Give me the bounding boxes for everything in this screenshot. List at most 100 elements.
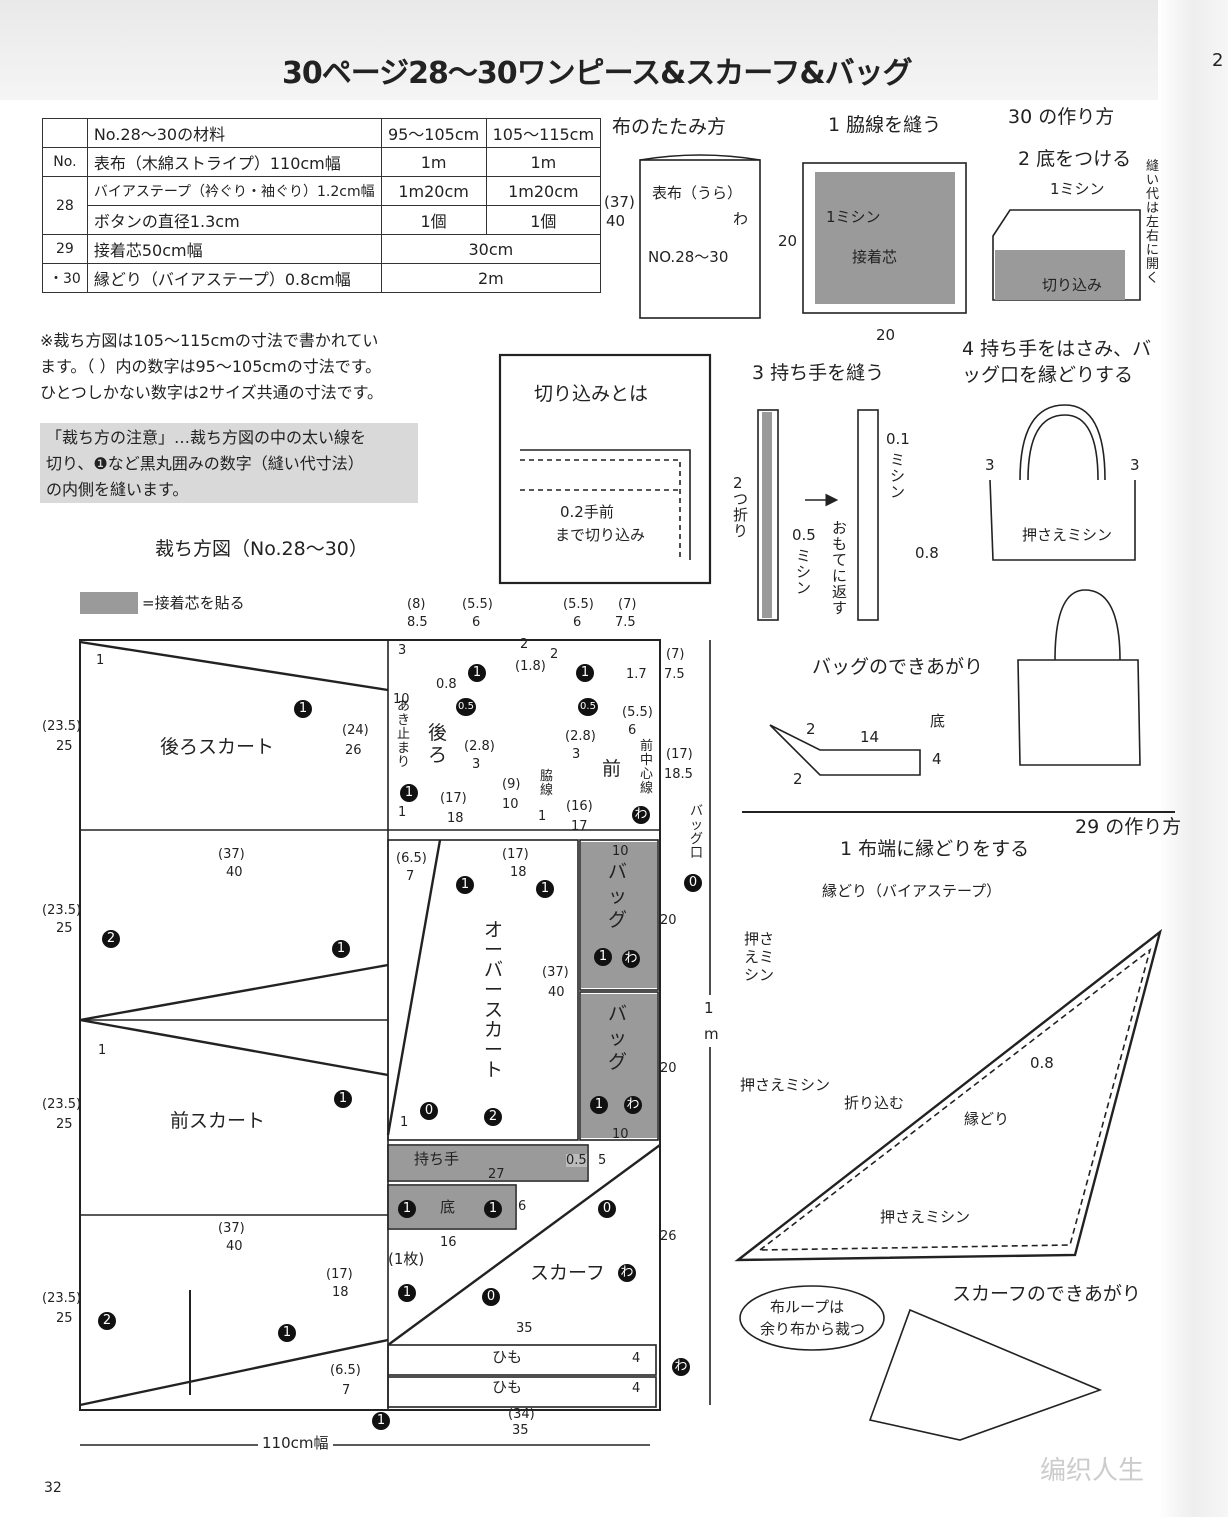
piece-tie-b: ひも (492, 1378, 523, 1396)
dim: (1.8) (515, 659, 546, 674)
dim: 40 (226, 865, 243, 880)
step30-2-cut: 切り込み (1042, 276, 1103, 294)
piece-over-skirt: オーバースカート (484, 919, 504, 1081)
header-size-a: 95〜105cm (380, 118, 487, 148)
dim: 25 (56, 1117, 73, 1132)
cutting-layout (79, 639, 661, 1411)
dim: 6 (518, 1199, 527, 1214)
bag-bottom-label: 底 (930, 712, 946, 730)
dim: 6 (628, 723, 637, 738)
finished-bag (1017, 659, 1141, 766)
dim: 10 (612, 844, 629, 859)
piece-scarf: スカーフ (530, 1262, 605, 1284)
material-item: ボタンの直径1.3cm (86, 205, 382, 235)
dim: (37) (218, 847, 245, 862)
step29-bias: 縁どり（バイアステープ） (822, 882, 1002, 900)
steps29-heading: 29 の作り方 (1075, 816, 1182, 838)
kirikomi-l2: まで切り込み (555, 526, 646, 544)
material-a: 1m20cm (380, 176, 487, 206)
dim: 25 (56, 739, 73, 754)
material-a: 1m (380, 147, 487, 177)
kirikomi-title: 切り込みとは (534, 383, 649, 405)
dim: 40 (548, 985, 565, 1000)
bottom-piece (387, 1184, 517, 1230)
piece-back-skirt: 後ろスカート (160, 736, 275, 758)
bag-4: 4 (932, 750, 942, 768)
dim: 4 (632, 1381, 641, 1396)
seam-mark: 1 (594, 948, 612, 966)
step29-1: 1 布端に縁どりをする (840, 838, 1030, 860)
step30-4-3a: 3 (985, 456, 995, 474)
watermark: 编织人生 (1040, 1456, 1145, 1486)
title-bar (0, 0, 1160, 100)
seam-mark: 1 (456, 876, 474, 894)
dim: (5.5) (462, 597, 493, 612)
piece-front-skirt: 前スカート (170, 1110, 266, 1132)
dim: 7.5 (664, 667, 685, 682)
step2-bag (992, 209, 1141, 301)
dim: (37) (218, 1221, 245, 1236)
fold-diagram-outline (639, 159, 761, 319)
note-line: ます。（ ）内の数字は95〜105cmの寸法です。 (40, 357, 382, 376)
step29-edge: 縁どり (964, 1110, 1010, 1128)
dim: (7) (666, 647, 685, 662)
material-item: 表布（木綿ストライプ）110cm幅 (86, 147, 382, 177)
page-edge (1158, 0, 1228, 1517)
caution-line: 切り、❶など黒丸囲みの数字（縫い代寸法） (46, 454, 364, 473)
finished-scarf (868, 1308, 1103, 1441)
dim: (23.5) (42, 719, 82, 734)
seam-mark: 1 (278, 1324, 296, 1342)
step30-3-mishin2: ミシン (890, 451, 906, 501)
dim: 0.5 (566, 1153, 587, 1168)
dim: (6.5) (330, 1363, 361, 1378)
cutting-caution: 「裁ち方の注意」…裁ち方図の中の太い線を 切り、❶など黒丸囲みの数字（縫い代寸法… (40, 423, 418, 503)
fold-mark: わ (632, 806, 650, 824)
seam-mark: 1 (400, 784, 418, 802)
dim: 17 (571, 819, 588, 834)
piece-bag-b: バッグ (608, 1003, 628, 1073)
piece-back: 後ろ (428, 722, 448, 766)
dim: 18 (447, 811, 464, 826)
bag-2b: 2 (793, 770, 803, 788)
dim: 10 (502, 797, 519, 812)
seam-mark: 0 (420, 1102, 438, 1120)
dim: (23.5) (42, 1291, 82, 1306)
dim: 10 (612, 1127, 629, 1142)
loop-note-bubble (739, 1285, 885, 1351)
material-b: 1個 (485, 205, 602, 235)
bag-done: バッグのできあがり (812, 656, 984, 678)
seam-mark: 2 (98, 1312, 116, 1330)
note-line: ひとつしかない数字は2サイズ共通の寸法です。 (40, 383, 383, 402)
step30-4b: ッグ口を縁どりする (962, 364, 1134, 386)
bag-piece-a (579, 839, 659, 991)
seam-mark: 1 (536, 880, 554, 898)
no-cell: ・30 (42, 263, 88, 293)
step29-08: 0.8 (1030, 1054, 1054, 1072)
step30-3-01: 0.1 (886, 430, 910, 448)
bag-interfacing-b (581, 994, 657, 1138)
dim: 6 (472, 615, 481, 630)
step30-3: 3 持ち手を縫う (752, 362, 885, 384)
fold-mark: わ (618, 1264, 636, 1282)
dim: 27 (488, 1167, 505, 1182)
seam-mark: 0.5 (456, 698, 476, 716)
loop-note-1: 布ループは (770, 1298, 845, 1316)
step30-4a: 4 持ち手をはさみ、バ (962, 338, 1152, 360)
fold-mark: わ (622, 950, 640, 968)
material-ab: 30cm (380, 234, 602, 264)
piece-bag-a: バッグ (608, 861, 628, 931)
tie-piece-a (387, 1344, 657, 1376)
dim: (2.8) (464, 739, 495, 754)
loop-note-2: 余り布から裁つ (760, 1320, 866, 1338)
dim: 25 (56, 921, 73, 936)
step29-fold-in: 折り込む (844, 1094, 905, 1112)
seam-mark: 1 (334, 1090, 352, 1108)
fold-wa: わ (733, 210, 749, 228)
dim: 26 (345, 743, 362, 758)
opening-stop: あき止まり (397, 699, 411, 770)
dim: 1 (96, 653, 105, 668)
dim: 10 (393, 692, 410, 707)
step29-press3: 押さえミシン (880, 1208, 971, 1226)
dim: (23.5) (42, 1097, 82, 1112)
